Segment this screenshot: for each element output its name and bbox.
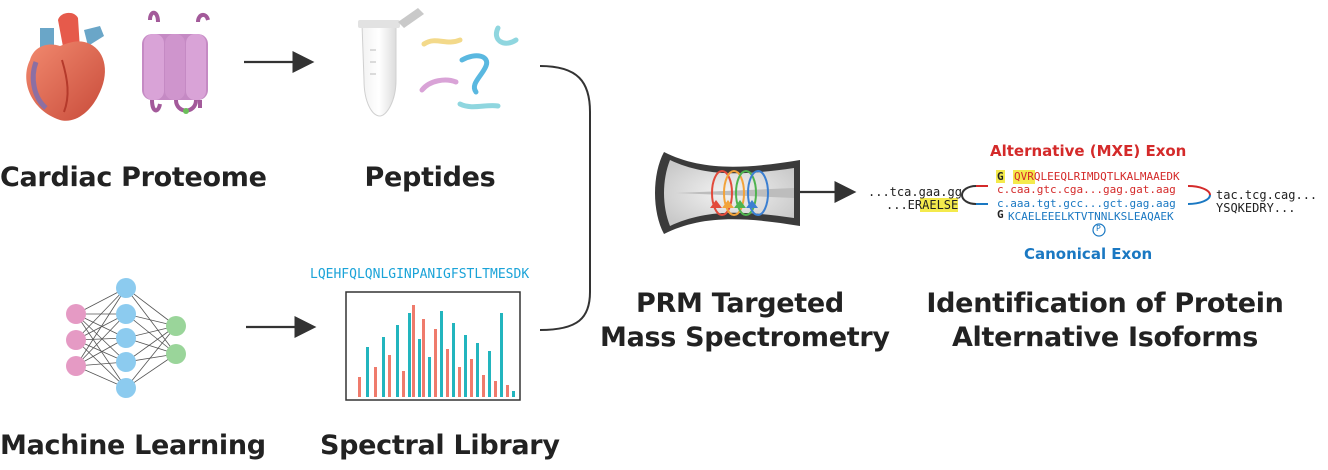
left-protein-seq: ...ERAELSE [886,198,958,212]
spectrum-peak [396,325,399,397]
membrane-protein-icon [142,10,210,114]
left-protein-prefix: ...ER [886,198,923,212]
neural-network-icon [66,278,186,398]
right-alt-arc [1187,185,1211,196]
cardiac-proteome-label: Cardiac Proteome [0,162,267,193]
left-protein-highlight: AELSE [922,198,959,212]
spectrum-peak [506,385,509,397]
spectral-library-label: Spectral Library [320,430,560,461]
spectrum-peak [464,335,467,397]
canon-dna-seq: c.aaa.tgt.gcc...gct.gag.aag [997,197,1176,210]
heart-icon [26,12,105,121]
peptides-label: Peptides [364,162,496,193]
right-protein-seq: YSQKEDRY... [1216,201,1296,215]
spectrum-peak [482,375,485,397]
canon-g: G [997,208,1004,221]
spectrum-peak [470,359,473,397]
tube-icon [358,8,424,117]
canon-protein-seq: KCAELEEELKTVTNNLKSLEAQAEK [1008,210,1174,223]
left-splice-arc [960,185,977,205]
spectrum-peak [500,313,503,397]
right-dna-seq: tac.tcg.cag... [1216,188,1318,202]
prm-label-line2: Mass Spectrometry [600,322,890,353]
alt-g: G [997,170,1004,183]
spectrum-peak [382,337,385,397]
spectrum-peak [408,313,411,397]
left-aelse-highlight [920,198,958,212]
machine-learning-label: Machine Learning [0,430,266,461]
identification-label-line1: Identification of Protein [926,288,1284,319]
identification-label-line2: Alternative Isoforms [951,322,1259,353]
spectrum-peak [452,323,455,397]
spectrum-peak [358,377,361,397]
spectrum-peak [476,343,479,397]
spectrum-peak [434,329,437,397]
spectrum-peak [440,311,443,397]
spectrum-peak [488,351,491,397]
spectrum-peak [402,371,405,397]
orbitrap-icon [655,152,800,234]
spectrum-peak [374,367,377,397]
left-dna-seq: ...tca.gaa.gg [868,185,962,199]
peptide-squiggles-icon [419,25,519,110]
spectrum-peak [422,319,425,397]
alt-g-highlight [996,170,1005,183]
spectrum-peak [366,347,369,397]
alt-exon-title: Alternative (MXE) Exon [990,142,1187,160]
spectrum-peak [494,381,497,397]
canonical-exon-title: Canonical Exon [1024,245,1153,263]
spectrum-box [345,291,521,401]
alt-protein-rest: QLEEQLRIMDQTLKALMAAEDK [1033,170,1180,183]
phospho-icon [1092,223,1106,237]
spectrum-peak [412,305,415,397]
spectrum-peak [428,357,431,397]
prm-label-line1: PRM Targeted [636,288,844,319]
spectrum-peak [446,349,449,397]
merge-bracket [539,65,591,331]
alt-protein-seq: QVRQLEEQLRIMDQTLKALMAAEDK [1014,170,1180,183]
peptide-sequence: LQEHFQLQNLGINPANIGFSTLTMESDK [310,267,530,282]
right-canon-arc [1187,194,1211,205]
phospho-label: P [1096,224,1101,233]
spectrum-peak [388,355,391,397]
alt-dna-seq: c.caa.gtc.cga...gag.gat.aag [997,183,1176,196]
spectrum-peak [458,367,461,397]
spectrum-peak [418,339,421,397]
alt-qvr-highlight [1013,170,1035,184]
alt-qvr: QVR [1014,170,1034,183]
spectrum-peak [512,391,515,397]
